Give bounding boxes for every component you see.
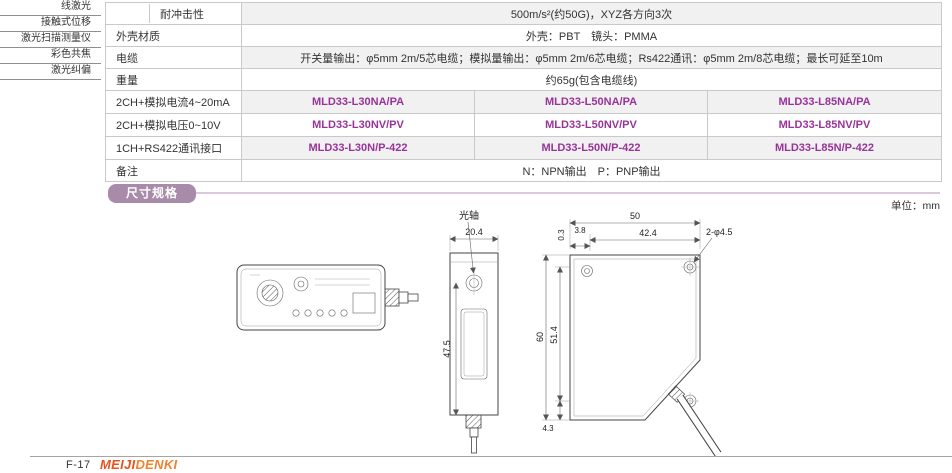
sidebar-item-laser-scan-measure[interactable]: 激光扫描测量仪 [0,32,101,48]
table-row: 外壳材质 外壳：PBT 镜头：PMMA [105,24,942,47]
dim-holes: 2-φ4.5 [706,227,732,237]
dim-hole-pitch: 51.4 [549,326,559,344]
spec-row-label: 备注 [105,159,242,182]
dim-front-width: 50 [630,211,640,221]
footer-divider [30,456,952,457]
model-code: MLD33-L30NV/PV [241,113,475,137]
sidebar-item-line-laser[interactable]: 线激光 [0,0,101,16]
spec-row-label: 耐冲击性 [149,4,235,23]
spec-row-label: 2CH+模拟电流4~20mA [105,90,242,114]
side-view-drawing: 光轴 20.4 47.5 [442,209,499,454]
table-row: 电缆 开关量输出：φ5mm 2m/5芯电缆；模拟量输出：φ5mm 2m/6芯电缆… [105,46,942,69]
model-code: MLD33-L85NV/PV [707,113,942,137]
model-code: MLD33-L50N/P-422 [474,136,708,160]
spec-row-label: 外壳材质 [105,24,242,47]
front-view-drawing: 50 42.4 3.8 0.3 2-φ4.5 60 51.4 4.3 [535,211,732,457]
dim-side-height: 47.5 [442,340,452,358]
dim-front-height: 60 [535,332,545,342]
dim-front-step: 0.3 [557,229,566,241]
brand-logo-denki: DENKI [135,457,178,472]
table-row: 2CH+模拟电流4~20mA MLD33-L30NA/PA MLD33-L50N… [105,90,942,114]
table-row: 备注 N：NPN输出 P：PNP输出 [105,159,942,182]
spec-row-value: 外壳：PBT 镜头：PMMA [241,24,942,47]
section-title-dimensions: 尺寸规格 [108,184,196,203]
model-code: MLD33-L30N/P-422 [241,136,475,160]
top-view-drawing [236,264,419,331]
model-code: MLD33-L50NA/PA [474,90,708,114]
model-code: MLD33-L30NA/PA [241,90,475,114]
side-nav: 线激光 接触式位移 激光扫描测量仪 彩色共焦 激光纠偏 [0,0,101,80]
spec-label-cell: 耐冲击性 [105,2,242,25]
model-code: MLD33-L50NV/PV [474,113,708,137]
model-code: MLD33-L85NA/PA [707,90,942,114]
optical-axis-label: 光轴 [459,209,479,222]
dim-front-inner-width: 42.4 [639,228,657,238]
unit-label: 单位：mm [891,200,940,212]
spec-row-label: 电缆 [105,46,242,69]
spec-row-value: 约65g(包含电缆线) [241,68,942,91]
dim-side-width: 20.4 [465,227,483,237]
page-number: F-17 [66,459,91,471]
spec-table: 耐冲击性 500m/s²(约50G)，XYZ各方向3次 外壳材质 外壳：PBT … [105,2,942,182]
sidebar-item-laser-guiding[interactable]: 激光纠偏 [0,64,101,80]
dimension-drawing: 光轴 20.4 47.5 50 42.4 3.8 [236,209,732,457]
spec-row-label: 2CH+模拟电压0~10V [105,113,242,137]
brand-logo: MEIJIDENKI [100,457,177,472]
sidebar-item-confocal[interactable]: 彩色共焦 [0,48,101,64]
spec-row-value: N：NPN输出 P：PNP输出 [241,159,942,182]
table-row: 2CH+模拟电压0~10V MLD33-L30NV/PV MLD33-L50NV… [105,113,942,137]
spec-row-label: 1CH+RS422通讯接口 [105,136,242,160]
spec-row-value: 开关量输出：φ5mm 2m/5芯电缆；模拟量输出：φ5mm 2m/6芯电缆；Rs… [241,46,942,69]
table-row: 重量 约65g(包含电缆线) [105,68,942,91]
spec-row-value: 500m/s²(约50G)，XYZ各方向3次 [241,2,942,25]
model-code: MLD33-L85N/P-422 [707,136,942,160]
section-divider [194,192,940,194]
table-row: 1CH+RS422通讯接口 MLD33-L30N/P-422 MLD33-L50… [105,136,942,160]
spec-row-label: 重量 [105,68,242,91]
brand-logo-meiji: MEIJI [100,457,136,472]
dim-bottom-offset: 4.3 [542,424,554,433]
dim-front-offset: 3.8 [574,226,586,235]
table-row: 耐冲击性 500m/s²(约50G)，XYZ各方向3次 [105,2,942,25]
sidebar-item-contact-displacement[interactable]: 接触式位移 [0,16,101,32]
